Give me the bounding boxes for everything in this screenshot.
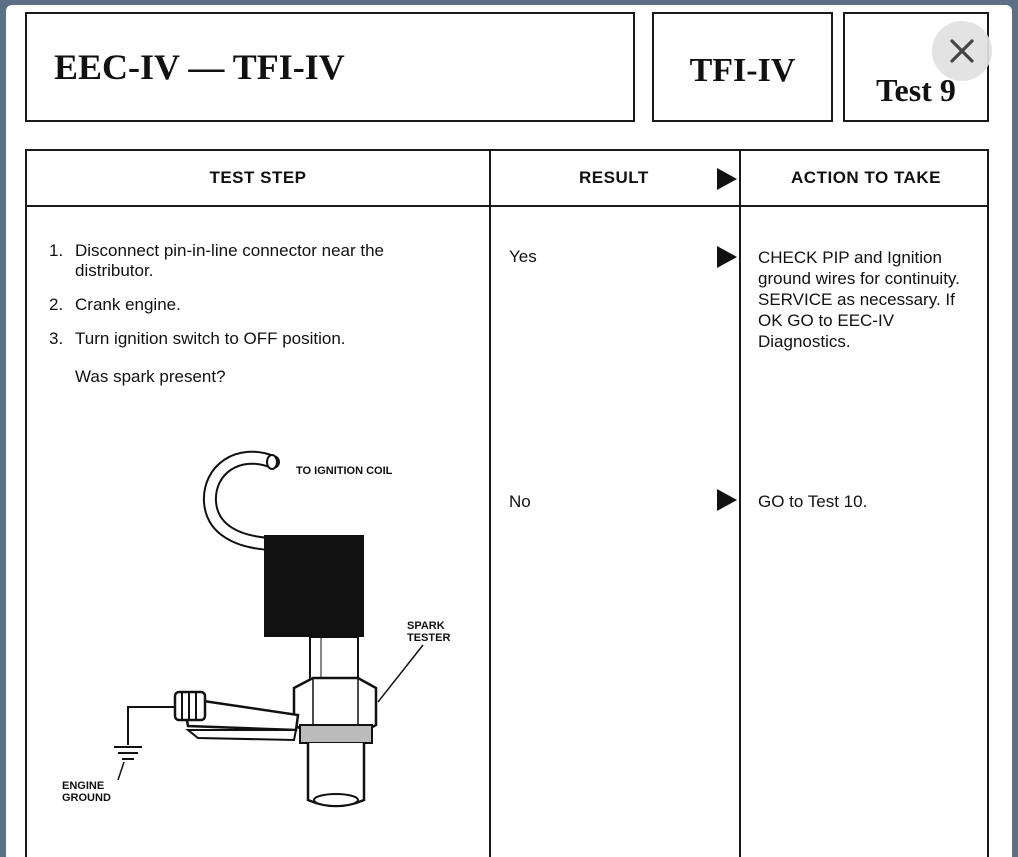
result-yes: Yes [509,247,537,266]
label-to-ignition-coil: TO IGNITION COIL [296,465,393,477]
document-viewer: EEC-IV — TFI-IV TFI-IV Test 9 TEST STEP … [6,5,1012,857]
diagnostic-table: TEST STEP RESULT ACTION TO TAKE 1. Disco… [25,149,989,857]
spark-tester-diagram: TO IGNITION COIL SPARK TESTER ENGINE GRO… [38,440,458,820]
system-label: TFI-IV [689,52,796,89]
spark-tester-illustration [114,450,424,808]
list-item: 3. Turn ignition switch to OFF position. [49,329,346,348]
action-no: GO to Test 10. [758,492,868,511]
column-divider [739,151,741,857]
manual-page: EEC-IV — TFI-IV TFI-IV Test 9 TEST STEP … [6,5,1012,857]
column-header-action: ACTION TO TAKE [791,168,941,187]
list-item: 1. Disconnect pin-in-line connector near… [49,241,385,280]
column-divider [489,151,491,857]
arrow-right-icon [717,168,737,190]
arrow-right-icon [717,246,737,268]
result-no: No [509,492,531,511]
header-system-box: TFI-IV [652,12,833,122]
page-title: EEC-IV — TFI-IV [54,47,345,87]
close-icon [950,39,974,63]
list-item: 2. Crank engine. [49,295,181,314]
close-button[interactable] [932,21,992,81]
header-test-box: Test 9 [843,12,989,122]
test-question: Was spark present? [75,367,226,386]
arrow-right-icon [717,489,737,511]
column-header-result: RESULT [579,168,649,187]
header-title-box: EEC-IV — TFI-IV [25,12,635,122]
action-yes: CHECK PIP and Ignition ground wires for … [758,248,960,351]
test-step-list: 1. Disconnect pin-in-line connector near… [49,241,469,363]
header-row-divider [27,205,987,207]
column-header-test-step: TEST STEP [209,168,307,187]
label-engine-ground: ENGINE GROUND [62,780,111,804]
test-number-label: Test 9 [876,72,956,108]
label-spark-tester: SPARK TESTER [407,620,451,644]
